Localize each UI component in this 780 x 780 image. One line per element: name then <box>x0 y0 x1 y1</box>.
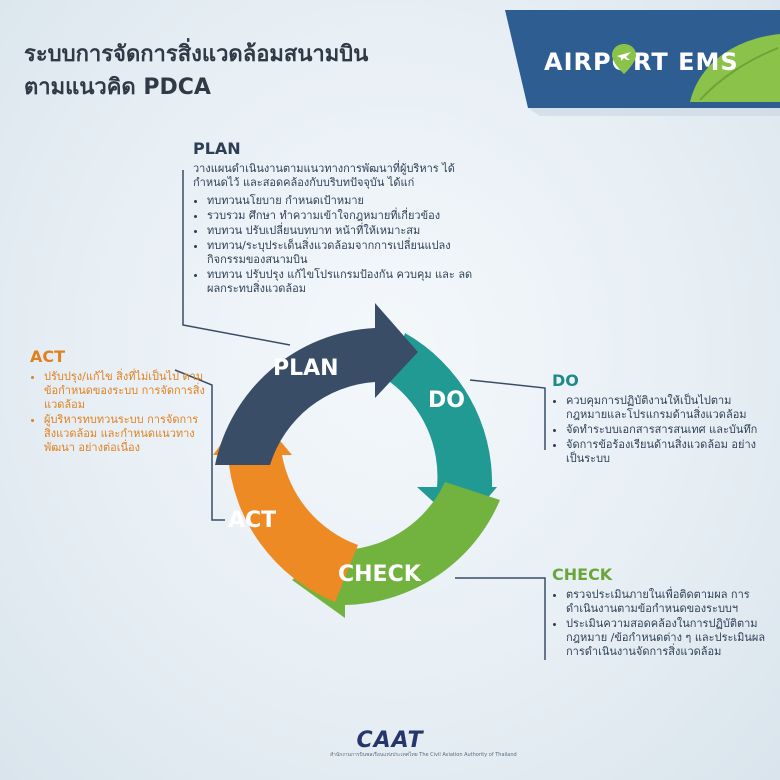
do-section: DO ควบคุมการปฏิบัติงานให้เป็นไปตาม กฎหมา… <box>552 372 762 467</box>
brand-name: AIRPORT EMS <box>544 48 739 76</box>
plan-arrow <box>215 303 418 465</box>
location-pin-icon <box>612 44 636 74</box>
list-item: ปรับปรุง/แก้ไข สิ่งที่ไม่เป็นไป ตามข้อกำ… <box>44 370 210 412</box>
cycle-label-act: ACT <box>228 508 277 533</box>
act-connector <box>174 369 225 521</box>
list-item: ทบทวน ปรับปรุง แก้ไขโปรแกรมป้องกัน ควบคุ… <box>207 268 483 296</box>
page-title: ระบบการจัดการสิ่งแวดล้อมสนามบิน ตามแนวคิ… <box>24 38 464 104</box>
check-arrow <box>292 482 500 618</box>
title-line-1: ระบบการจัดการสิ่งแวดล้อมสนามบิน <box>24 42 369 67</box>
act-heading: ACT <box>30 347 66 366</box>
cycle-label-plan: PLAN <box>273 356 339 381</box>
list-item: ควบคุมการปฏิบัติงานให้เป็นไปตาม กฎหมายแล… <box>566 394 762 422</box>
check-heading: CHECK <box>552 565 613 584</box>
plan-intro: วางแผนดำเนินงานตามแนวทางการพัฒนาที่ผู้บร… <box>193 162 455 189</box>
title-line-2: ตามแนวคิด PDCA <box>24 75 211 100</box>
leaf-vein <box>699 47 779 101</box>
list-item: รวบรวม ศึกษา ทำความเข้าใจกฎหมายที่เกี่ยว… <box>207 209 483 223</box>
do-heading: DO <box>552 371 579 390</box>
do-arrow <box>390 333 497 528</box>
caat-logo-text: CAAT <box>356 728 424 753</box>
do-connector <box>469 379 546 450</box>
list-item: ทบทวน/ระบุประเด็นสิ่งแวดล้อมจากการเปลี่ย… <box>207 239 483 267</box>
check-section: CHECK ตรวจประเมินภายในเพื่อติดตามผล การด… <box>552 566 767 660</box>
cycle-label-check: CHECK <box>338 562 421 587</box>
do-list: ควบคุมการปฏิบัติงานให้เป็นไปตาม กฎหมายแล… <box>552 394 762 466</box>
banner-shadow <box>528 108 780 116</box>
act-section: ACT ปรับปรุง/แก้ไข สิ่งที่ไม่เป็นไป ตามข… <box>30 348 210 456</box>
plan-section: PLAN วางแผนดำเนินงานตามแนวทางการพัฒนาที่… <box>193 140 483 297</box>
list-item: จัดทำระบบเอกสารสารสนเทศ และบันทึก <box>566 423 762 437</box>
list-item: จัดการข้อร้องเรียนด้านสิ่งแวดล้อม อย่างเ… <box>566 438 762 466</box>
list-item: ทบทวน ปรับเปลี่ยนบทบาท หน้าที่ให้เหมาะสม <box>207 224 483 238</box>
plan-list: ทบทวนนโยบาย กำหนดเป้าหมาย รวบรวม ศึกษา ท… <box>193 194 483 296</box>
list-item: ตรวจประเมินภายในเพื่อติดตามผล การดำเนินง… <box>566 588 767 616</box>
list-item: ผู้บริหารทบทวนระบบ การจัดการสิ่งแวดล้อม … <box>44 413 210 455</box>
cycle-label-do: DO <box>428 388 465 413</box>
plan-heading: PLAN <box>193 139 241 158</box>
act-list: ปรับปรุง/แก้ไข สิ่งที่ไม่เป็นไป ตามข้อกำ… <box>30 370 210 455</box>
check-connector <box>455 577 546 660</box>
check-list: ตรวจประเมินภายในเพื่อติดตามผล การดำเนินง… <box>552 588 767 659</box>
list-item: ประเมินความสอดคล้องในการปฏิบัติตาม กฎหมา… <box>566 617 767 659</box>
list-item: ทบทวนนโยบาย กำหนดเป้าหมาย <box>207 194 483 208</box>
header-banner <box>505 10 780 116</box>
caat-subtitle: สำนักงานการบินพลเรือนแห่งประเทศไทย The C… <box>330 752 517 758</box>
leaf-icon <box>690 34 780 102</box>
caat-logo: CAAT สำนักงานการบินพลเรือนแห่งประเทศไทย … <box>330 728 517 759</box>
plan-connector <box>182 170 291 346</box>
